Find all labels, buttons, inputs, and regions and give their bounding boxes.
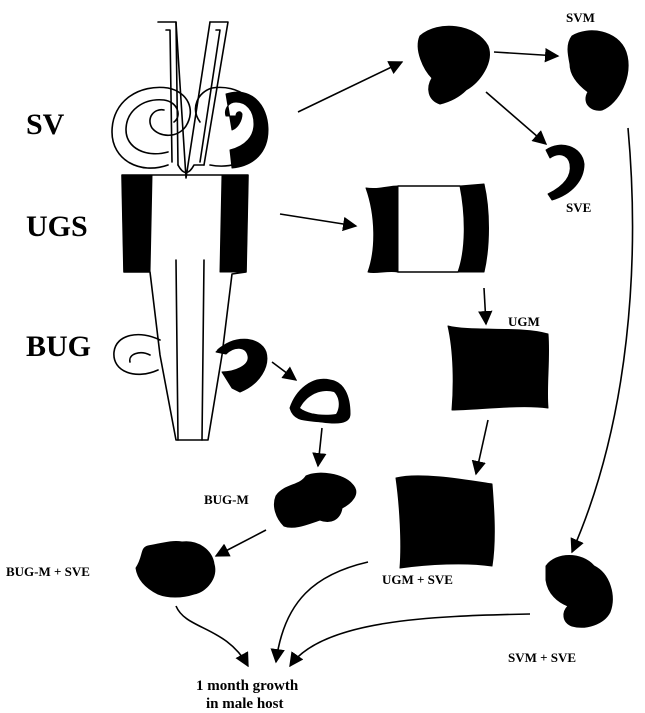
svm-piece <box>568 31 628 110</box>
arrow-ugs-to-piece <box>280 214 356 226</box>
label-sv: SV <box>26 108 65 141</box>
urogenital-tract-drawing <box>112 22 268 440</box>
right-bulbourethral-gland <box>216 339 267 392</box>
label-svm: SVM <box>566 10 595 25</box>
arrow-ugs-to-ugm <box>484 288 486 324</box>
label-svm-sve: SVM + SVE <box>508 650 576 665</box>
ducts <box>158 22 228 178</box>
right-sv-filled <box>225 92 268 168</box>
arrow-bug-m-sve-to-host <box>176 606 248 666</box>
ugm-sve-piece <box>396 476 494 568</box>
arrow-svm-sve-to-host <box>290 614 530 666</box>
bug-m-piece <box>274 473 355 527</box>
label-ugs: UGS <box>26 210 88 243</box>
label-bug: BUG <box>26 330 91 363</box>
bug-m-sve-piece <box>136 541 215 597</box>
arrow-bug-to-piece <box>272 362 296 380</box>
ugs-left-filled <box>122 175 152 272</box>
arrow-ugm-to-ugm-sve <box>476 420 488 474</box>
left-bulbourethral-gland <box>114 335 160 375</box>
arrow-to-svm <box>494 52 558 56</box>
label-ugm: UGM <box>508 314 540 329</box>
label-bug-m-sve: BUG-M + SVE <box>6 564 90 579</box>
svm-sve-piece <box>546 556 612 628</box>
label-sve: SVE <box>566 200 591 215</box>
label-result-line2: in male host <box>206 696 284 712</box>
arrow-to-sve <box>486 92 546 144</box>
arrow-to-bug-m <box>318 428 322 466</box>
label-ugm-sve: UGM + SVE <box>382 572 453 587</box>
label-bug-m: BUG-M <box>204 492 249 507</box>
ugs-right-filled <box>220 175 248 272</box>
sve-piece <box>546 145 584 200</box>
seminal-vesicle-piece <box>418 26 489 104</box>
arrow-svm-down <box>572 128 632 552</box>
arrow-ugm-sve-to-host <box>276 562 368 662</box>
arrow-bug-m-to-combo <box>216 530 266 556</box>
arrow-sv-to-piece <box>298 62 402 112</box>
ugs-piece-right <box>458 184 489 272</box>
ugm-piece <box>448 326 549 410</box>
ugs-piece <box>366 186 398 273</box>
label-result-line1: 1 month growth <box>196 678 299 694</box>
